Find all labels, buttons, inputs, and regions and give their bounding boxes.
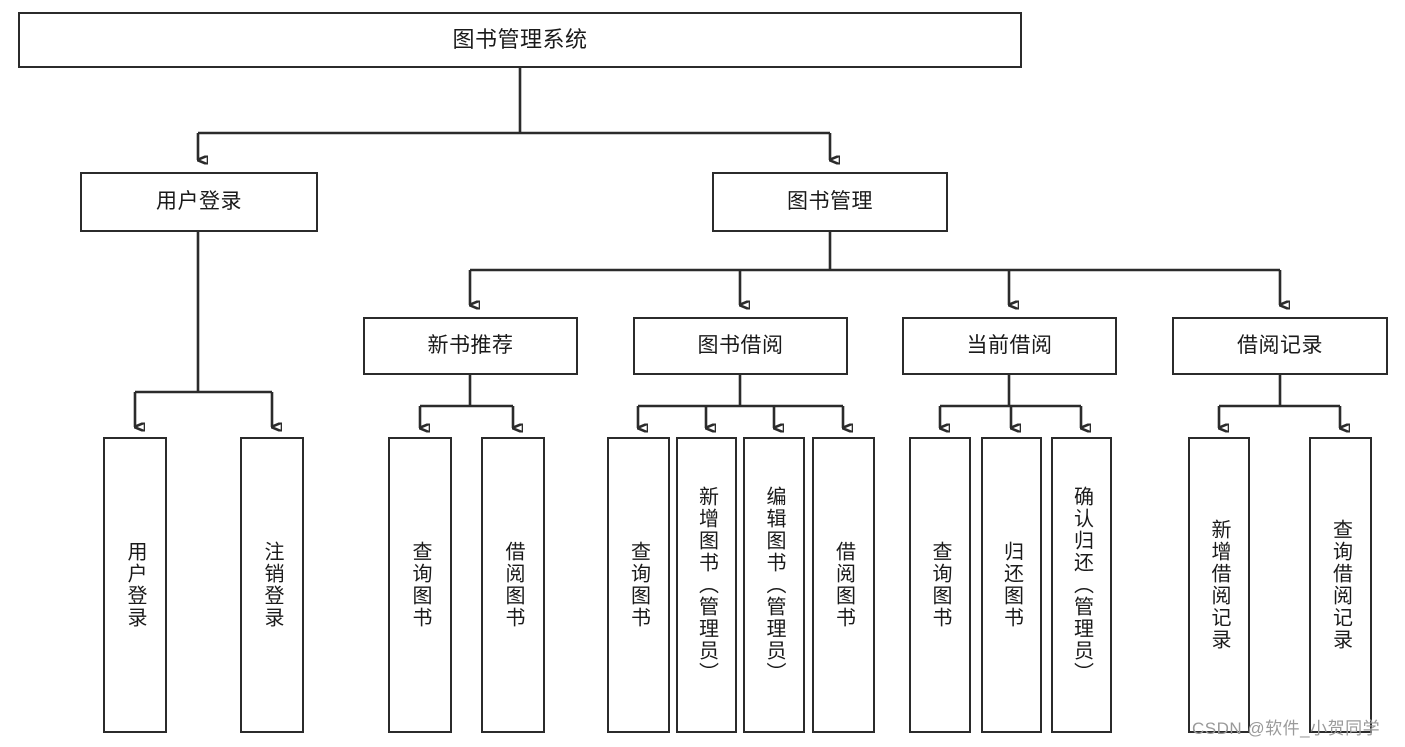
node-root-label: 图书管理系统: [452, 27, 588, 53]
leaf-node[interactable]: 注销登录: [240, 437, 304, 733]
leaf-node-label: 归还图书: [1000, 541, 1023, 629]
node-book-management[interactable]: 图书管理: [712, 172, 948, 232]
leaf-node[interactable]: 查询图书: [388, 437, 452, 733]
leaf-node[interactable]: 查询借阅记录: [1309, 437, 1372, 733]
leaf-node-label: 借阅图书: [832, 541, 855, 629]
leaf-node[interactable]: 新增借阅记录: [1188, 437, 1250, 733]
leaf-node-label: 用户登录: [124, 541, 146, 629]
leaf-node[interactable]: 编辑图书（管理员）: [743, 437, 805, 733]
leaf-node[interactable]: 借阅图书: [481, 437, 545, 733]
leaf-node[interactable]: 新增图书（管理员）: [676, 437, 737, 733]
leaf-node[interactable]: 查询图书: [607, 437, 670, 733]
node-user-login[interactable]: 用户登录: [80, 172, 318, 232]
leaf-node[interactable]: 用户登录: [103, 437, 167, 733]
leaf-node-label: 注销登录: [261, 541, 283, 629]
leaf-node-label: 新增图书（管理员）: [695, 486, 718, 684]
leaf-node-label: 新增借阅记录: [1208, 519, 1230, 651]
node-new-book-recommend-label: 新书推荐: [427, 333, 514, 357]
node-current-borrow-label: 当前借阅: [966, 333, 1053, 357]
leaf-node[interactable]: 查询图书: [909, 437, 971, 733]
leaf-node-label: 借阅图书: [502, 541, 524, 629]
node-root-system[interactable]: 图书管理系统: [18, 12, 1022, 68]
node-current-borrow[interactable]: 当前借阅: [902, 317, 1117, 375]
leaf-node-label: 编辑图书（管理员）: [763, 486, 785, 684]
watermark: CSDN @软件_小贺同学: [1192, 719, 1381, 738]
node-user-login-label: 用户登录: [156, 189, 242, 213]
node-borrow-records-label: 借阅记录: [1237, 333, 1323, 357]
leaf-node-label: 查询借阅记录: [1329, 519, 1352, 651]
leaf-node-label: 查询图书: [409, 541, 431, 629]
leaf-node[interactable]: 确认归还（管理员）: [1051, 437, 1112, 733]
leaf-node-label: 查询图书: [627, 541, 650, 629]
node-book-borrow[interactable]: 图书借阅: [633, 317, 848, 375]
node-new-book-recommend[interactable]: 新书推荐: [363, 317, 578, 375]
leaf-node-label: 确认归还（管理员）: [1070, 486, 1093, 684]
leaf-node[interactable]: 借阅图书: [812, 437, 875, 733]
node-book-borrow-label: 图书借阅: [697, 333, 784, 357]
leaf-node-label: 查询图书: [929, 541, 951, 629]
node-borrow-records[interactable]: 借阅记录: [1172, 317, 1388, 375]
node-book-management-label: 图书管理: [787, 189, 873, 213]
leaf-node[interactable]: 归还图书: [981, 437, 1042, 733]
